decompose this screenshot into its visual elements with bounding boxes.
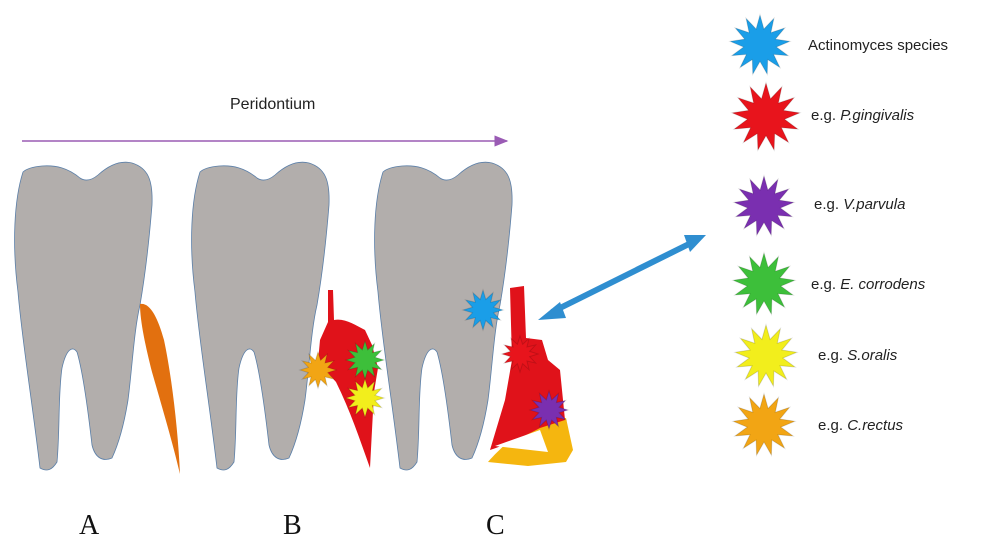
tooth-b: [192, 162, 330, 470]
svg-text:e.g. C.rectus: e.g. C.rectus: [818, 417, 904, 434]
legend-item-1: e.g. P.gingivalis: [732, 83, 914, 150]
legend-prefix: e.g.: [818, 347, 847, 364]
early-plaque-a: [140, 304, 180, 474]
legend-star-icon: [733, 253, 795, 314]
legend-item-3: e.g. E. corrodens: [733, 253, 926, 314]
legend-item-5: e.g. C.rectus: [733, 394, 903, 455]
legend-prefix: e.g.: [811, 276, 840, 293]
stage-label-a: A: [79, 510, 100, 536]
legend-prefix: e.g.: [811, 107, 840, 124]
svg-text:e.g. V.parvula: e.g. V.parvula: [814, 196, 905, 213]
svg-text:e.g. S.oralis: e.g. S.oralis: [818, 347, 898, 364]
legend-star-icon: [732, 83, 800, 150]
legend-prefix: e.g.: [814, 196, 843, 213]
legend-item-2: e.g. V.parvula: [734, 176, 905, 235]
legend-star-icon: [734, 176, 794, 235]
svg-text:Actinomyces species: Actinomyces species: [808, 37, 948, 54]
stage-label-c: C: [486, 510, 505, 536]
legend-star-icon: [730, 15, 790, 74]
double-arrow-head-right: [684, 235, 706, 252]
legend-label: Actinomyces species: [808, 37, 948, 54]
double-arrow: [552, 240, 697, 312]
legend-label: C.rectus: [847, 417, 903, 434]
legend-label: V.parvula: [843, 196, 905, 213]
legend-label: S.oralis: [847, 347, 898, 364]
legend-label: P.gingivalis: [840, 107, 914, 124]
legend-prefix: e.g.: [818, 417, 847, 434]
legend-item-0: Actinomyces species: [730, 15, 948, 74]
svg-text:e.g. E. corrodens: e.g. E. corrodens: [811, 276, 926, 293]
plaque-b: [318, 290, 378, 468]
legend-label: E. corrodens: [840, 276, 926, 293]
stage-label-b: B: [283, 510, 302, 536]
legend-star-icon: [733, 394, 795, 455]
legend-star-icon: [735, 325, 797, 386]
tooth-a: [15, 162, 153, 470]
diagram-title: Peridontium: [230, 96, 315, 113]
legend-item-4: e.g. S.oralis: [735, 325, 898, 386]
legend: Actinomyces species e.g. P.gingivalis e.…: [730, 15, 948, 455]
svg-text:e.g. P.gingivalis: e.g. P.gingivalis: [811, 107, 915, 124]
